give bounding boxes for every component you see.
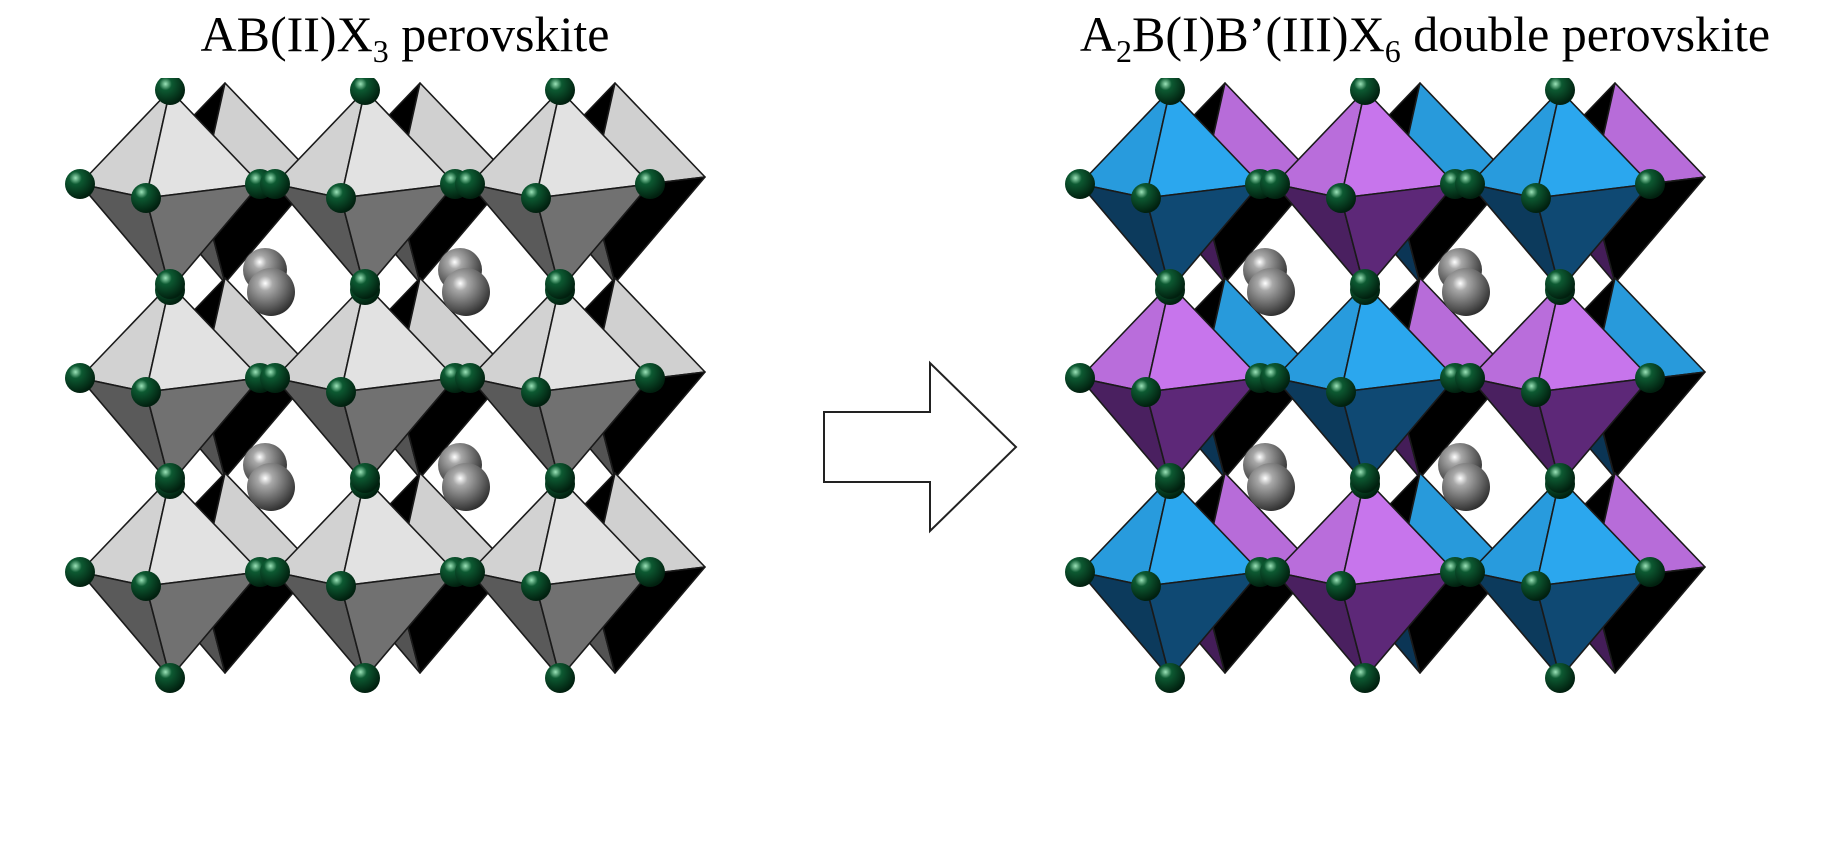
x-site-atom	[1155, 269, 1185, 299]
x-site-atom	[1155, 663, 1185, 693]
x-site-atom	[635, 363, 665, 393]
x-site-atom	[545, 463, 575, 493]
x-site-atom	[455, 557, 485, 587]
x-site-atom	[1635, 363, 1665, 393]
octahedron	[79, 477, 261, 679]
x-site-atom	[635, 169, 665, 199]
a-site-atom	[247, 268, 295, 316]
x-site-atom	[1521, 571, 1551, 601]
x-site-atom	[155, 269, 185, 299]
right-structure-title: A2B(I)B’(III)X6 double perovskite	[1079, 6, 1771, 70]
x-site-atom	[1545, 463, 1575, 493]
x-site-atom	[1350, 663, 1380, 693]
x-site-atom	[1545, 663, 1575, 693]
x-site-atom	[65, 169, 95, 199]
octahedron	[274, 89, 456, 291]
x-site-atom	[326, 571, 356, 601]
a-site-atom	[442, 268, 490, 316]
x-site-atom	[260, 363, 290, 393]
x-site-atom	[1521, 183, 1551, 213]
x-site-atom	[1326, 571, 1356, 601]
x-site-atom	[1350, 78, 1380, 105]
x-site-atom	[1455, 169, 1485, 199]
x-site-atom	[455, 363, 485, 393]
double-perovskite-structure	[1065, 78, 1706, 693]
x-site-atom	[260, 557, 290, 587]
x-site-atom	[350, 463, 380, 493]
x-site-atom	[635, 557, 665, 587]
x-site-atom	[260, 169, 290, 199]
x-site-atom	[65, 557, 95, 587]
x-site-atom	[1521, 377, 1551, 407]
octahedron	[1079, 477, 1261, 679]
x-site-atom	[65, 363, 95, 393]
x-site-atom	[155, 78, 185, 105]
x-site-atom	[1260, 557, 1290, 587]
x-site-atom	[1155, 78, 1185, 105]
x-site-atom	[131, 183, 161, 213]
octahedron	[469, 89, 651, 291]
x-site-atom	[1350, 463, 1380, 493]
octahedron	[1274, 89, 1456, 291]
x-site-atom	[350, 78, 380, 105]
x-site-atom	[1131, 183, 1161, 213]
x-site-atom	[350, 269, 380, 299]
x-site-atom	[1545, 78, 1575, 105]
x-site-atom	[1155, 463, 1185, 493]
x-site-atom	[131, 571, 161, 601]
x-site-atom	[1065, 363, 1095, 393]
x-site-atom	[155, 463, 185, 493]
x-site-atom	[521, 377, 551, 407]
a-site-atom	[1247, 268, 1295, 316]
octahedron	[1079, 283, 1261, 485]
x-site-atom	[155, 663, 185, 693]
x-site-atom	[545, 663, 575, 693]
x-site-atom	[350, 663, 380, 693]
left-structure-title: AB(II)X3 perovskite	[200, 6, 610, 70]
octahedron	[1469, 477, 1651, 679]
x-site-atom	[521, 571, 551, 601]
x-site-atom	[1065, 169, 1095, 199]
x-site-atom	[1131, 571, 1161, 601]
x-site-atom	[545, 78, 575, 105]
octahedron	[274, 283, 456, 485]
a-site-atom	[1442, 268, 1490, 316]
x-site-atom	[1545, 269, 1575, 299]
octahedron	[1274, 283, 1456, 485]
x-site-atom	[1635, 557, 1665, 587]
x-site-atom	[1260, 169, 1290, 199]
octahedron	[1079, 89, 1261, 291]
octahedron	[469, 283, 651, 485]
a-site-atom	[247, 463, 295, 511]
x-site-atom	[545, 269, 575, 299]
x-site-atom	[131, 377, 161, 407]
x-site-atom	[1065, 557, 1095, 587]
x-site-atom	[1350, 269, 1380, 299]
octahedron	[1469, 89, 1651, 291]
x-site-atom	[326, 183, 356, 213]
transformation-arrow	[823, 360, 1018, 534]
x-site-atom	[326, 377, 356, 407]
x-site-atom	[455, 169, 485, 199]
octahedron	[79, 283, 261, 485]
x-site-atom	[1326, 377, 1356, 407]
a-site-atom	[1247, 463, 1295, 511]
x-site-atom	[1455, 557, 1485, 587]
a-site-atom	[442, 463, 490, 511]
x-site-atom	[1131, 377, 1161, 407]
a-site-atom	[1442, 463, 1490, 511]
x-site-atom	[1635, 169, 1665, 199]
x-site-atom	[1455, 363, 1485, 393]
x-site-atom	[1326, 183, 1356, 213]
perovskite-structure	[65, 78, 706, 693]
x-site-atom	[1260, 363, 1290, 393]
x-site-atom	[521, 183, 551, 213]
